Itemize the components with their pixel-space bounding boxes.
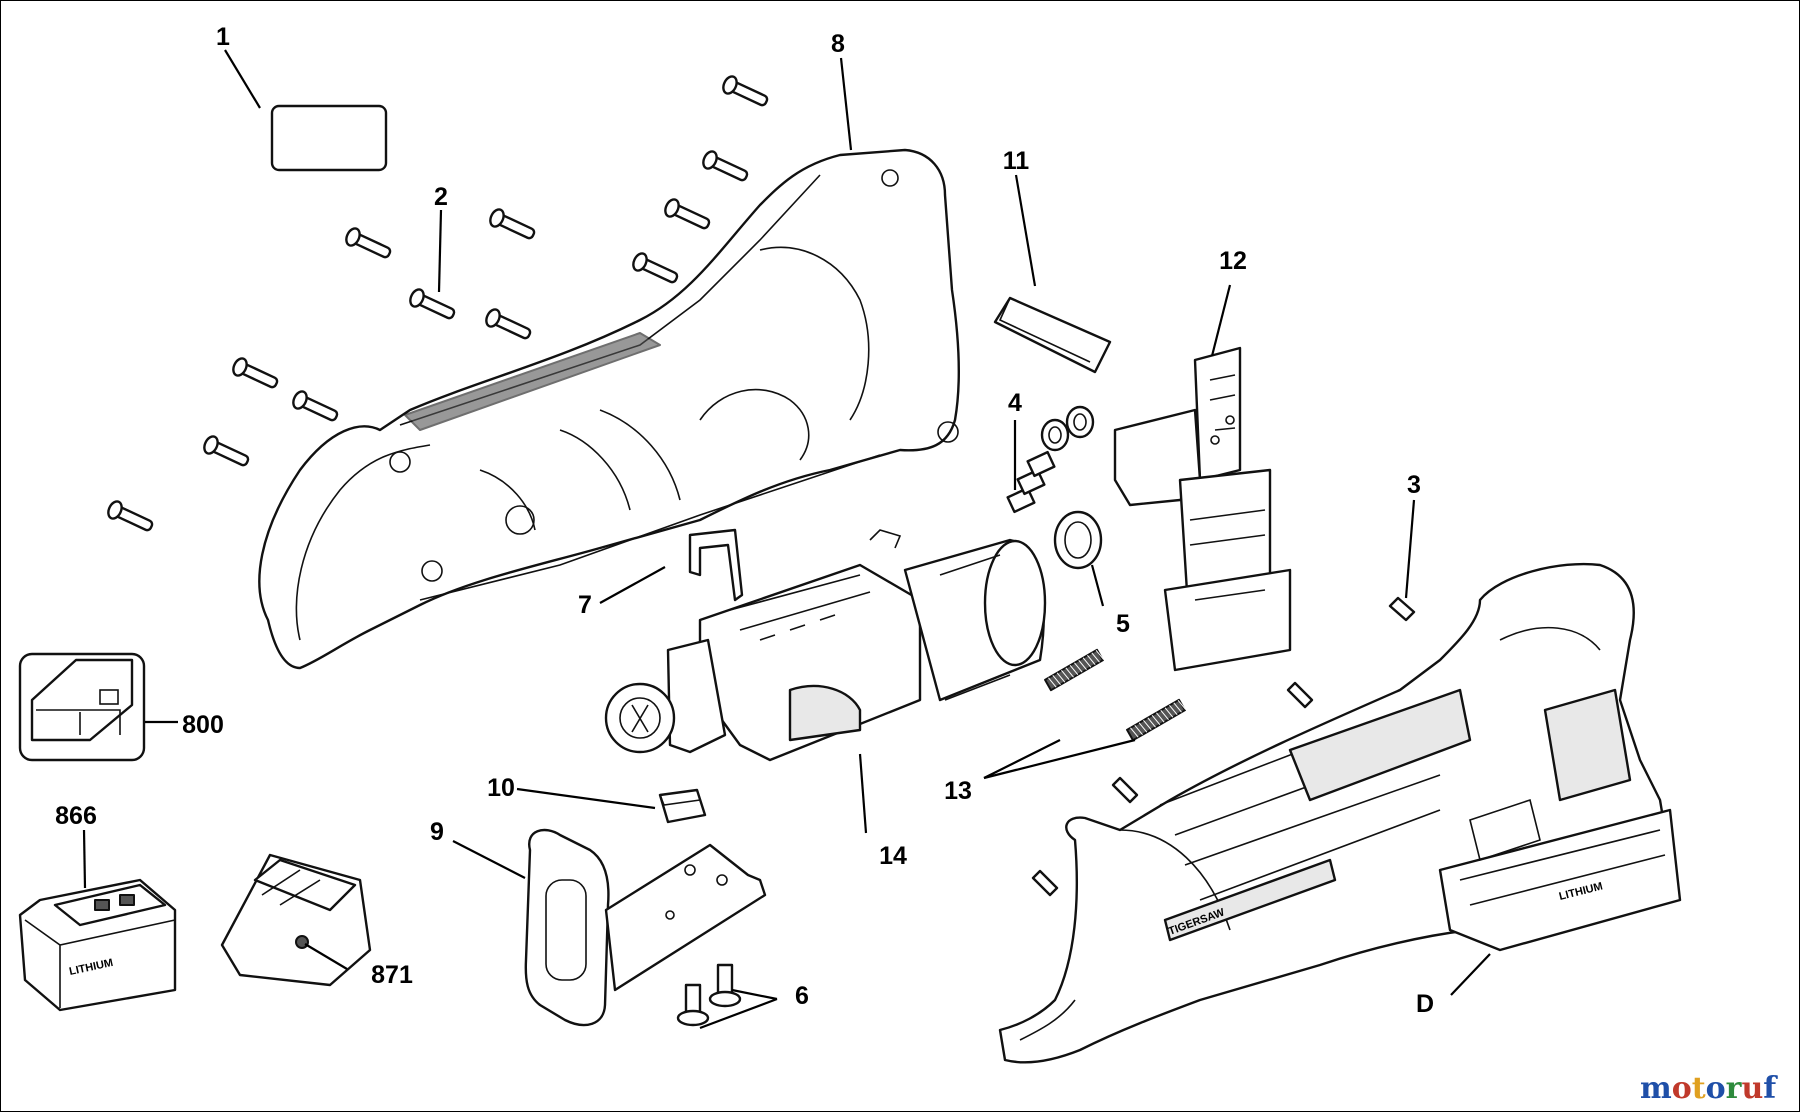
callout-11: 11 [1003, 147, 1030, 175]
screw [292, 390, 339, 422]
spring [1126, 698, 1187, 742]
screw [203, 435, 250, 467]
screw [409, 288, 456, 320]
screw [722, 75, 769, 107]
callout-14: 14 [879, 842, 907, 870]
part-10-block [658, 788, 707, 824]
callout-9: 9 [430, 818, 444, 846]
watermark-letter: f [1763, 1071, 1778, 1106]
callout-5: 5 [1116, 610, 1130, 638]
leader-lines [82, 49, 1491, 1030]
part-871-charger [220, 853, 372, 987]
callout-labels: 1 2 3 4 5 6 7 8 9 10 11 12 13 14 800 866… [55, 23, 1434, 1018]
part-6-bolts [676, 963, 742, 1027]
callout-3: 3 [1407, 471, 1421, 499]
screw [702, 150, 749, 182]
screw [664, 198, 711, 230]
watermark-letter: o [1672, 1071, 1692, 1106]
watermark-letter: t [1692, 1071, 1706, 1106]
part-9-shoe [524, 828, 767, 1027]
screw [345, 227, 392, 259]
spring [1044, 648, 1105, 692]
callout-4: 4 [1008, 389, 1022, 417]
part-13-springs [1044, 648, 1187, 742]
callout-10: 10 [487, 774, 515, 802]
watermark-letter: o [1706, 1071, 1726, 1106]
screw [489, 208, 536, 240]
loose-pins [1031, 681, 1314, 897]
part-1-label-plate [270, 104, 388, 172]
watermark-logo: motoruf [1640, 1071, 1778, 1106]
part-2-screws [107, 75, 769, 532]
part-866-battery: LITHIUM [18, 878, 177, 1012]
part-5-ring [1053, 510, 1103, 570]
callout-12: 12 [1219, 247, 1247, 275]
part-3-pin [1388, 596, 1416, 622]
part-d-complete-saw: TIGERSAW LITHIUM [998, 562, 1682, 1064]
callout-8: 8 [831, 30, 845, 58]
callout-13: 13 [944, 777, 972, 805]
part-4-bushings [1006, 405, 1095, 514]
callout-d: D [1416, 990, 1434, 1018]
callout-1: 1 [216, 23, 230, 51]
callout-800: 800 [182, 711, 224, 739]
watermark-letter: m [1640, 1071, 1672, 1106]
screw [485, 308, 532, 340]
watermark-letter: u [1741, 1071, 1763, 1106]
screw [232, 357, 279, 389]
callout-7: 7 [578, 591, 592, 619]
callout-866: 866 [55, 802, 97, 830]
part-12-switch [1113, 346, 1292, 672]
part-11-pad [993, 296, 1112, 374]
watermark-letter: r [1726, 1071, 1743, 1106]
screw [107, 500, 154, 532]
part-7-clip [688, 528, 744, 602]
callout-871: 871 [371, 961, 413, 989]
part-800-kit-box [18, 652, 146, 762]
screw [632, 252, 679, 284]
callout-6: 6 [795, 982, 809, 1010]
part-8-housing-half [258, 148, 960, 670]
callout-2: 2 [434, 183, 448, 211]
part-14-motor-gearbox [604, 529, 1047, 762]
